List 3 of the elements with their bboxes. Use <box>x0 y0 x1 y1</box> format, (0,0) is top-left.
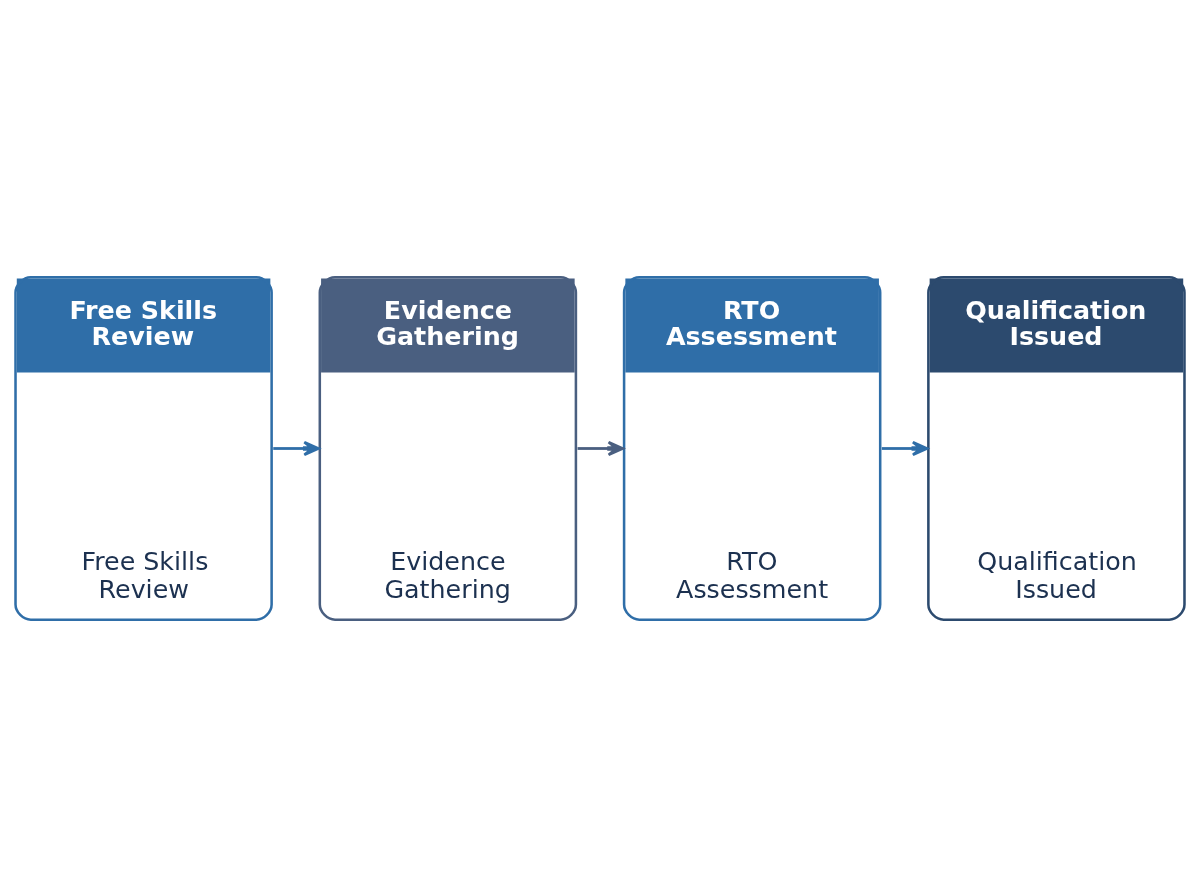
arrow <box>273 440 320 456</box>
arrow <box>577 440 624 456</box>
arrow <box>881 440 929 456</box>
